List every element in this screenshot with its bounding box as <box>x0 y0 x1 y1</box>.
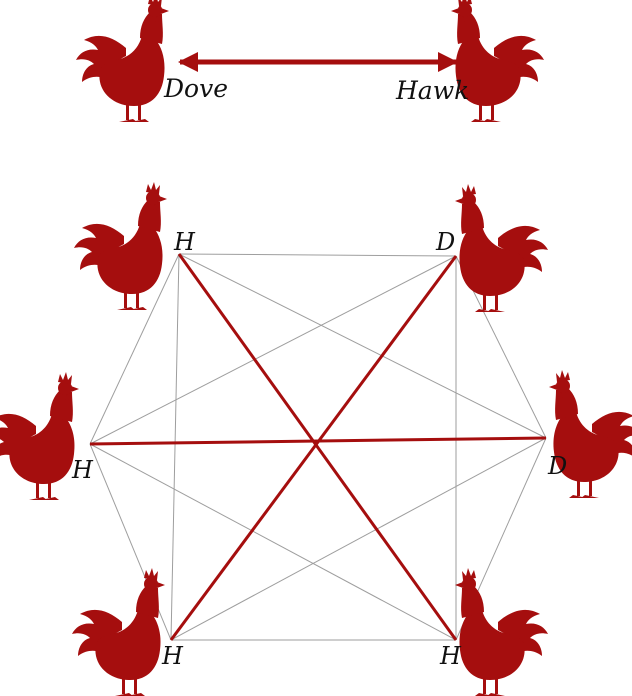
rooster-icon-bottom-right <box>455 568 548 696</box>
node-label-top-right: D <box>435 228 455 256</box>
legend: Dove Hawk <box>76 0 544 122</box>
node-label-left: H <box>71 456 94 484</box>
hawk-label: Hawk <box>395 76 469 105</box>
rooster-icon-dove <box>76 0 169 122</box>
node-label-top-left: H <box>173 228 196 256</box>
weak-edge-bottom-left-left <box>90 444 171 640</box>
rooster-icon-top-left <box>74 182 167 310</box>
node-label-bottom-left: H <box>161 642 184 670</box>
rooster-icon-top-right <box>455 184 548 312</box>
node-label-right: D <box>547 452 567 480</box>
dove-label: Dove <box>163 74 228 103</box>
rooster-icon-bottom-left <box>72 568 165 696</box>
weak-edge-top-left-bottom-left <box>171 254 179 640</box>
weak-edge-top-left-top-right <box>179 254 456 256</box>
rooster-icon-left <box>0 372 79 500</box>
node-label-bottom-right: H <box>439 642 462 670</box>
weak-edge-right-bottom-left <box>171 438 546 640</box>
